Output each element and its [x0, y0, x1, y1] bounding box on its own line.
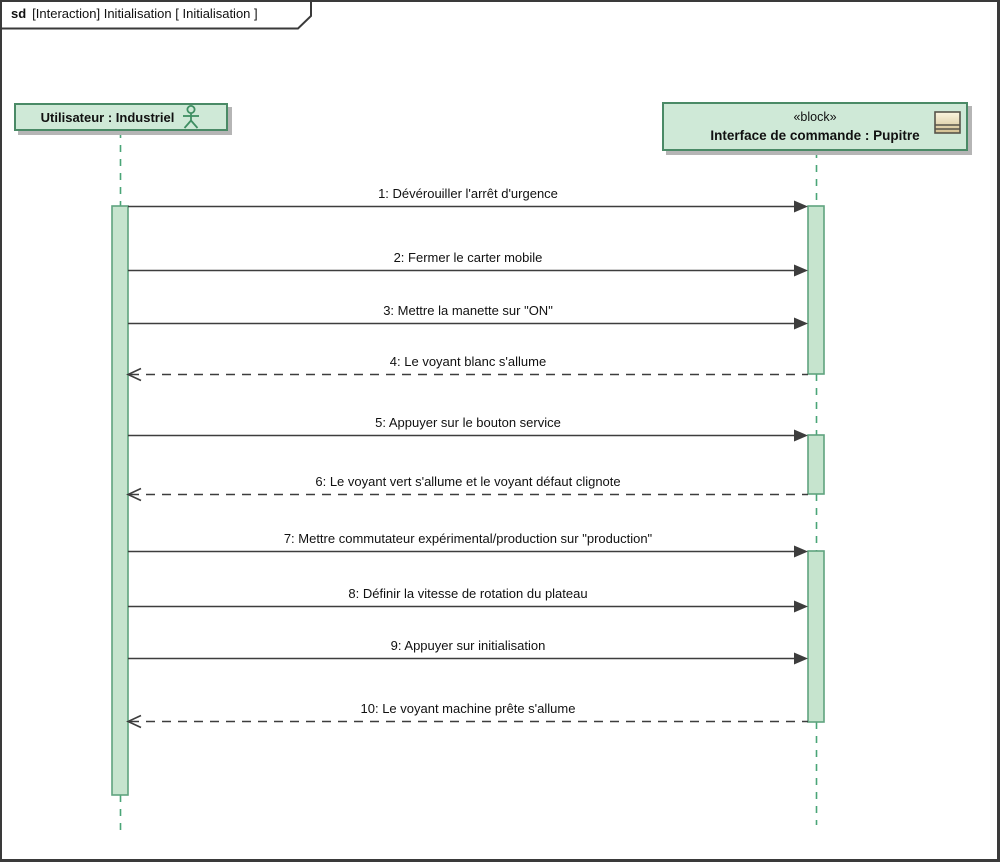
frame-keyword: sd [11, 6, 27, 21]
message-8-arrow[interactable] [128, 600, 808, 613]
message-8-label[interactable]: 8: Définir la vitesse de rotation du pla… [348, 586, 588, 601]
message-6-label[interactable]: 6: Le voyant vert s'allume et le voyant … [315, 474, 621, 489]
lifeline-head-pupitre[interactable]: «block» Interface de commande : Pupitre [662, 102, 968, 151]
message-2-arrow[interactable] [128, 264, 808, 277]
lifeline-pupitre-name: Interface de commande : Pupitre [710, 127, 920, 143]
message-10-label[interactable]: 10: Le voyant machine prête s'allume [360, 701, 576, 716]
message-9-label[interactable]: 9: Appuyer sur initialisation [390, 638, 546, 653]
message-3-label[interactable]: 3: Mettre la manette sur "ON" [383, 303, 553, 318]
message-9-arrow[interactable] [128, 652, 808, 665]
frame-title-text: [Interaction] Initialisation [ Initialis… [32, 6, 258, 21]
activation-user[interactable] [111, 205, 129, 796]
actor-icon [183, 104, 200, 129]
activation-pupitre-3[interactable] [807, 550, 825, 723]
lifeline-head-user[interactable]: Utilisateur : Industriel [14, 103, 228, 131]
message-10-arrow[interactable] [126, 714, 808, 729]
message-2-label[interactable]: 2: Fermer le carter mobile [393, 250, 543, 265]
message-4-arrow[interactable] [126, 367, 808, 382]
message-5-label[interactable]: 5: Appuyer sur le bouton service [375, 415, 561, 430]
lifeline-pupitre-stereotype: «block» [793, 109, 837, 124]
message-7-label[interactable]: 7: Mettre commutateur expérimental/produ… [283, 531, 653, 546]
block-icon [934, 111, 961, 141]
frame-tab-shape [0, 0, 312, 30]
message-4-label[interactable]: 4: Le voyant blanc s'allume [389, 354, 547, 369]
message-5-arrow[interactable] [128, 429, 808, 442]
message-1-arrow[interactable] [128, 200, 808, 213]
lifeline-user-name: Utilisateur : Industriel [40, 109, 175, 125]
activation-pupitre-2[interactable] [807, 434, 825, 495]
message-3-arrow[interactable] [128, 317, 808, 330]
activation-pupitre-1[interactable] [807, 205, 825, 375]
message-6-arrow[interactable] [126, 487, 808, 502]
frame-tab [0, 0, 312, 30]
frame-title: sd [Interaction] Initialisation [ Initial… [11, 6, 306, 21]
message-7-arrow[interactable] [128, 545, 808, 558]
message-1-label[interactable]: 1: Dévérouiller l'arrêt d'urgence [378, 186, 558, 201]
